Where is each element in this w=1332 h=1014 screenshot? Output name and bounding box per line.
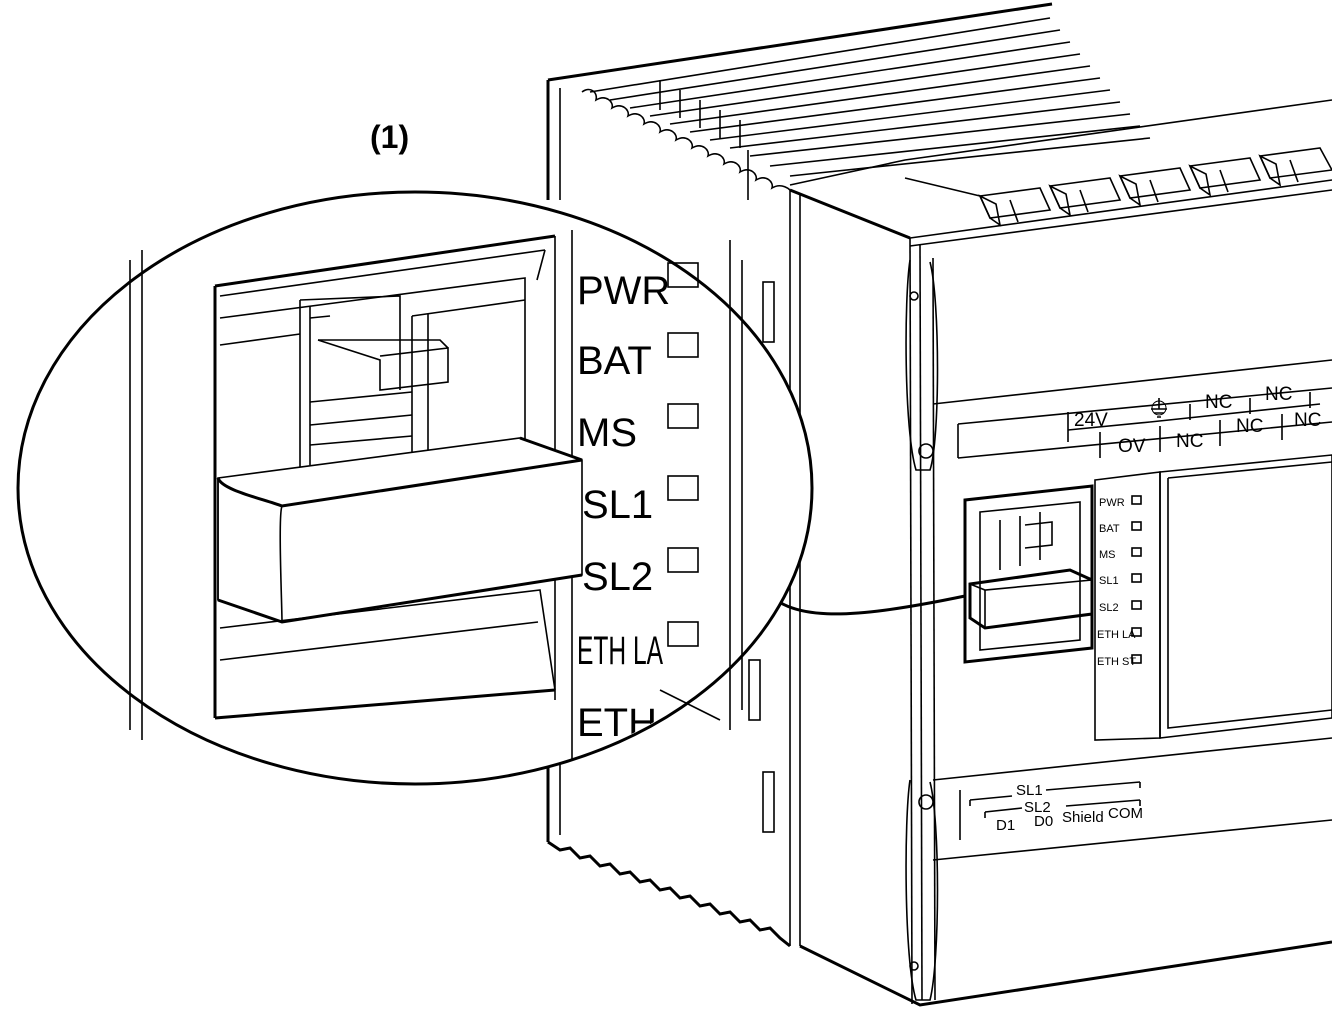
bottom-label-sl1: SL1 bbox=[1016, 782, 1043, 799]
zoom-led-label: SL1 bbox=[582, 483, 653, 527]
bottom-label-d1: D1 bbox=[996, 817, 1015, 834]
bottom-terminal-labels: SL1 SL2 D1 D0 Shield COM bbox=[932, 737, 1332, 861]
front-housing: 24V OV NC NC NC NC NC PWR BAT MS SL1 SL2… bbox=[789, 147, 1332, 1007]
device-led-label: MS bbox=[1099, 549, 1116, 561]
zoom-led-label: SL2 bbox=[582, 555, 653, 599]
terminal-label-nc-2: NC bbox=[1205, 392, 1232, 413]
device-led-label: ETH LA bbox=[1097, 629, 1136, 641]
bottom-label-shield: Shield bbox=[1062, 809, 1104, 826]
device-led-panel: PWR BAT MS SL1 SL2 ETH LA ETH ST bbox=[1094, 471, 1161, 741]
terminal-label-nc-4: NC bbox=[1265, 384, 1292, 405]
device-led-label: ETH ST bbox=[1097, 656, 1136, 668]
terminal-label-nc-1: NC bbox=[1176, 431, 1203, 452]
protective-earth-icon bbox=[1151, 398, 1167, 418]
top-ribs bbox=[581, 17, 1332, 191]
zoom-detail: PWR BAT MS SL1 SL2 ETH LA ETH ST bbox=[16, 190, 814, 786]
terminal-label-nc-5: NC bbox=[1294, 410, 1321, 431]
device-led-label: PWR bbox=[1099, 497, 1125, 509]
zoom-led-label: PWR bbox=[577, 269, 670, 313]
zoom-led-label: MS bbox=[577, 411, 637, 455]
device-led-label: SL1 bbox=[1099, 575, 1119, 587]
zoom-led-label: ETH LA bbox=[577, 629, 663, 673]
top-terminal-connectors bbox=[904, 147, 1332, 227]
terminal-label-24v: 24V bbox=[1074, 410, 1108, 431]
terminal-label-0v: OV bbox=[1118, 436, 1146, 457]
zoom-led-label: BAT bbox=[577, 339, 652, 383]
bottom-label-com: COM bbox=[1108, 805, 1143, 822]
bottom-label-sl2: SL2 bbox=[1024, 799, 1051, 816]
zoom-led-label: ETH ST bbox=[577, 701, 719, 745]
callout-label: (1) bbox=[370, 119, 409, 155]
bottom-label-d0: D0 bbox=[1034, 813, 1053, 830]
device-cover-slot bbox=[963, 484, 1094, 664]
terminal-label-nc-3: NC bbox=[1236, 416, 1263, 437]
device-led-label: SL2 bbox=[1099, 602, 1119, 614]
device-led-label: BAT bbox=[1099, 523, 1120, 535]
